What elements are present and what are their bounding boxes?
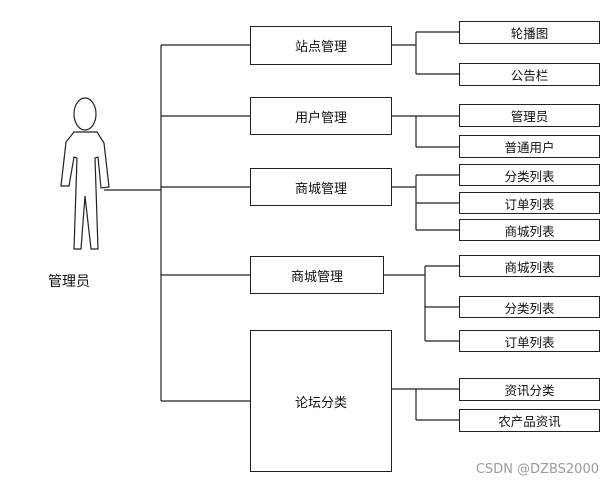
child-box: 公告栏 [459,63,600,86]
module-box-user: 用户管理 [250,97,392,135]
child-box: 商城列表 [459,219,600,241]
actor-icon [60,97,110,250]
module-box-forum: 论坛分类 [250,330,392,472]
child-box: 轮播图 [459,21,600,44]
child-box: 分类列表 [459,296,600,318]
module-box-mall-2: 商城管理 [250,256,384,294]
child-box: 普通用户 [459,135,600,158]
module-box-site: 站点管理 [250,26,392,65]
child-box: 管理员 [459,104,600,127]
child-box: 分类列表 [459,164,600,186]
actor-label: 管理员 [48,274,90,290]
child-box: 资讯分类 [459,378,600,401]
child-box: 订单列表 [459,192,600,214]
module-box-mall-1: 商城管理 [250,168,392,206]
child-box: 农产品资讯 [459,409,600,432]
child-box: 订单列表 [459,330,600,352]
watermark-text: CSDN @DZBS2000 [475,462,599,477]
child-box: 商城列表 [459,255,600,277]
